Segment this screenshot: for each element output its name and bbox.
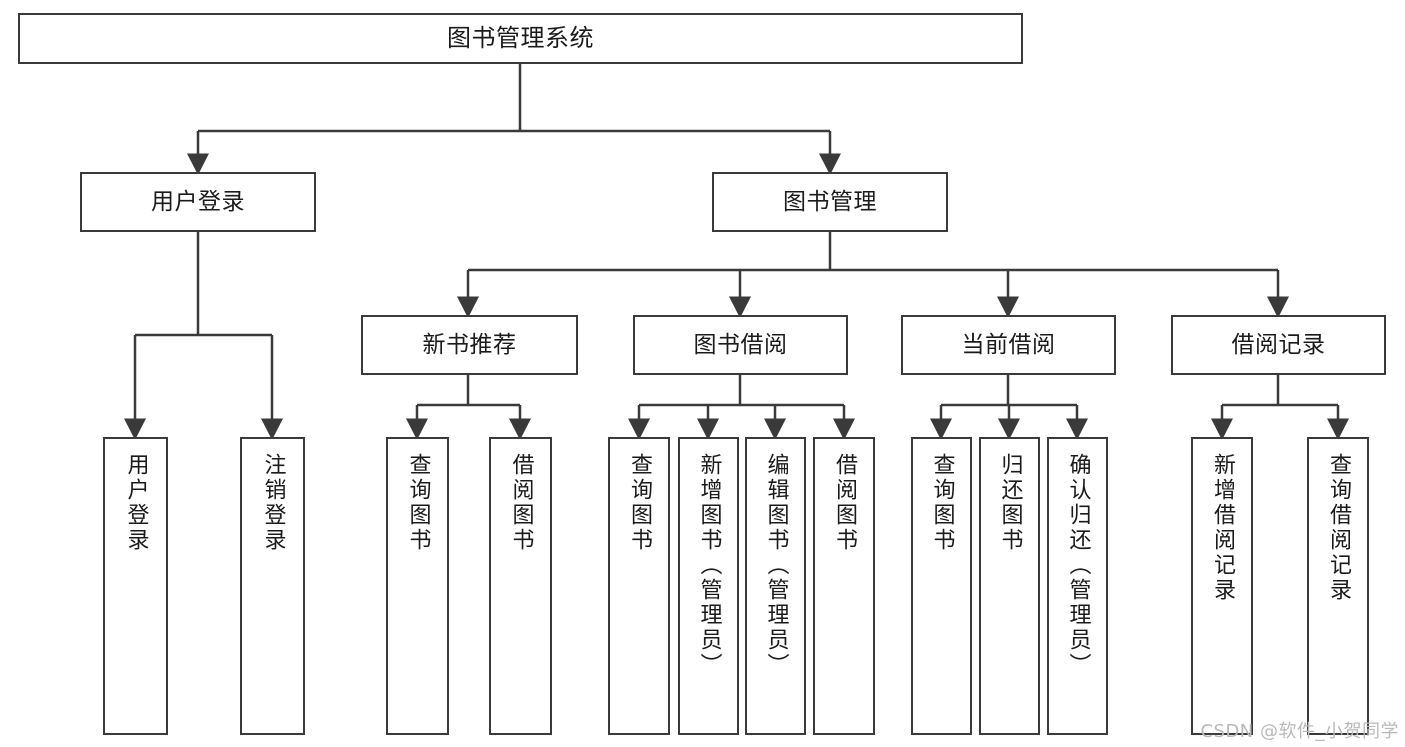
leaf-return-book[interactable]: 归还图书: [979, 437, 1040, 735]
node-borrow-record[interactable]: 借阅记录: [1171, 315, 1386, 375]
leaf-query-book-recommend[interactable]: 查询图书: [386, 437, 449, 735]
node-label: 借阅记录: [1231, 331, 1326, 358]
node-label: 注销登录: [260, 453, 286, 553]
node-new-book-recommend[interactable]: 新书推荐: [361, 315, 578, 375]
node-label: 借阅图书: [832, 453, 857, 553]
node-label: 编辑图书（管理员）: [763, 453, 789, 678]
leaf-edit-book-admin[interactable]: 编辑图书（管理员）: [745, 437, 806, 735]
node-label: 用户登录: [151, 188, 245, 215]
node-label: 查询图书: [405, 453, 431, 553]
node-label: 新增借阅记录: [1210, 453, 1235, 603]
node-label: 图书借阅: [693, 331, 788, 358]
leaf-confirm-return-admin[interactable]: 确认归还（管理员）: [1047, 437, 1108, 735]
leaf-query-book-borrow[interactable]: 查询图书: [608, 437, 670, 735]
node-book-management[interactable]: 图书管理: [712, 172, 948, 232]
node-root-book-management-system[interactable]: 图书管理系统: [18, 13, 1023, 64]
leaf-query-borrow-record[interactable]: 查询借阅记录: [1307, 437, 1369, 735]
node-book-borrow[interactable]: 图书借阅: [633, 315, 848, 375]
node-label: 当前借阅: [961, 331, 1056, 358]
node-label: 确认归还（管理员）: [1065, 453, 1091, 678]
leaf-borrow-book-recommend[interactable]: 借阅图书: [489, 437, 552, 735]
leaf-add-book-admin[interactable]: 新增图书（管理员）: [678, 437, 739, 735]
csdn-watermark: CSDN @软件_小贺同学: [1200, 721, 1399, 742]
node-current-borrow[interactable]: 当前借阅: [901, 315, 1116, 375]
leaf-borrow-book[interactable]: 借阅图书: [813, 437, 875, 735]
node-label: 归还图书: [997, 453, 1023, 553]
node-label: 查询借阅记录: [1326, 453, 1351, 603]
node-user-login[interactable]: 用户登录: [80, 172, 316, 232]
node-label: 借阅图书: [508, 453, 534, 553]
node-label: 新书推荐: [422, 331, 517, 358]
node-label: 查询图书: [627, 453, 652, 553]
node-label: 新增图书（管理员）: [696, 453, 722, 678]
node-label: 查询图书: [929, 453, 955, 553]
leaf-logout-login[interactable]: 注销登录: [240, 437, 305, 735]
node-label: 用户登录: [123, 453, 149, 553]
leaf-add-borrow-record[interactable]: 新增借阅记录: [1191, 437, 1253, 735]
leaf-query-book-current[interactable]: 查询图书: [911, 437, 972, 735]
node-label: 图书管理: [783, 188, 877, 215]
leaf-user-login[interactable]: 用户登录: [103, 437, 168, 735]
node-label: 图书管理系统: [447, 23, 594, 52]
